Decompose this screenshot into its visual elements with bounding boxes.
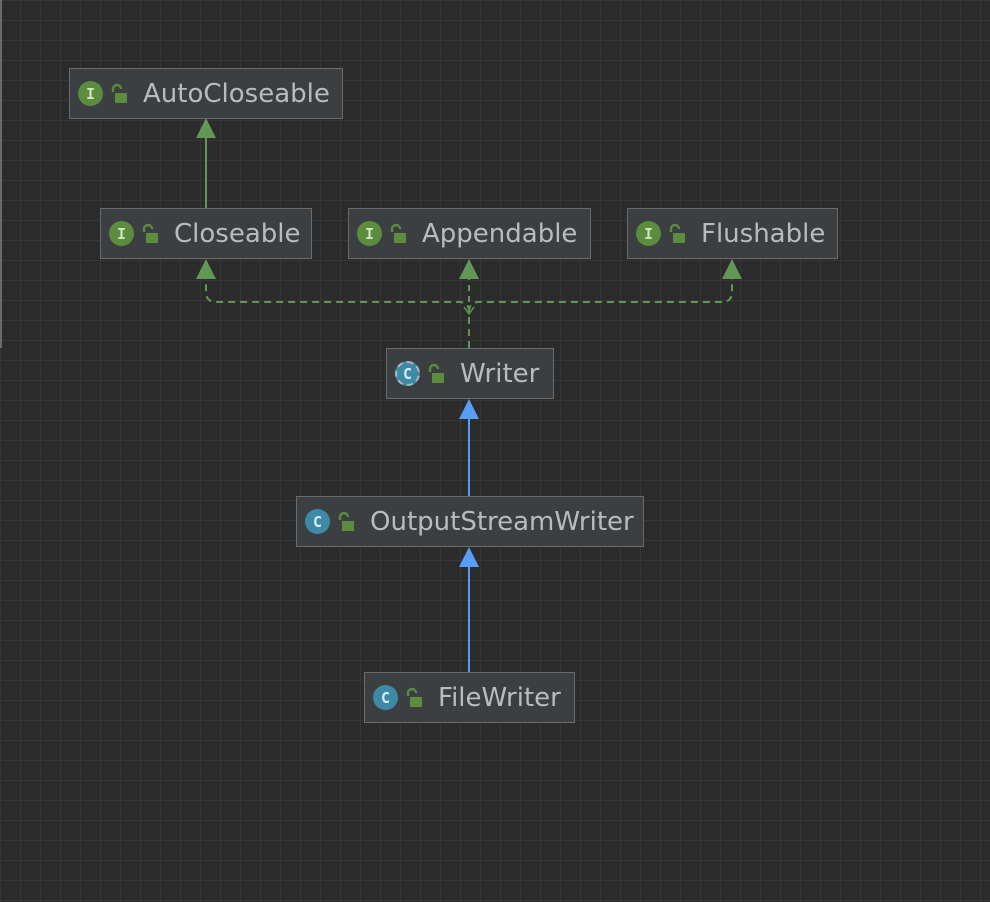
abstract-class-icon: C (395, 361, 420, 386)
arrowhead-closeable (196, 259, 216, 279)
lock-icon (140, 223, 160, 245)
lock-icon (667, 223, 687, 245)
lock-icon (109, 83, 129, 105)
node-label: Flushable (701, 218, 826, 249)
lock-icon (336, 511, 356, 533)
node-closeable[interactable]: I Closeable (100, 208, 312, 259)
arrowhead-appendable (459, 259, 479, 279)
node-writer[interactable]: C Writer (386, 348, 554, 399)
class-icon: C (373, 685, 398, 710)
node-label: Appendable (422, 218, 578, 249)
arrowhead-outputstreamwriter (459, 547, 479, 567)
interface-icon: I (636, 221, 661, 246)
node-label: FileWriter (438, 682, 561, 713)
arrowhead-flushable (722, 259, 742, 279)
node-filewriter[interactable]: C FileWriter (364, 672, 575, 723)
panel-divider (0, 0, 2, 348)
node-flushable[interactable]: I Flushable (627, 208, 838, 259)
interface-icon: I (78, 81, 103, 106)
arrowhead-autocloseable (196, 118, 216, 138)
node-outputstreamwriter[interactable]: C OutputStreamWriter (296, 496, 644, 547)
class-icon: C (305, 509, 330, 534)
lock-icon (404, 687, 424, 709)
node-label: Writer (460, 358, 540, 389)
node-appendable[interactable]: I Appendable (348, 208, 591, 259)
junction-chevron (463, 306, 475, 316)
node-autocloseable[interactable]: I AutoCloseable (69, 68, 343, 119)
node-label: AutoCloseable (143, 78, 330, 109)
edge-writer-flushable (468, 278, 733, 313)
interface-icon: I (357, 221, 382, 246)
node-label: Closeable (174, 218, 301, 249)
node-label: OutputStreamWriter (370, 506, 634, 537)
interface-icon: I (109, 221, 134, 246)
edge-writer-closeable (205, 278, 470, 348)
lock-icon (426, 363, 446, 385)
arrowhead-writer (459, 399, 479, 419)
lock-icon (388, 223, 408, 245)
